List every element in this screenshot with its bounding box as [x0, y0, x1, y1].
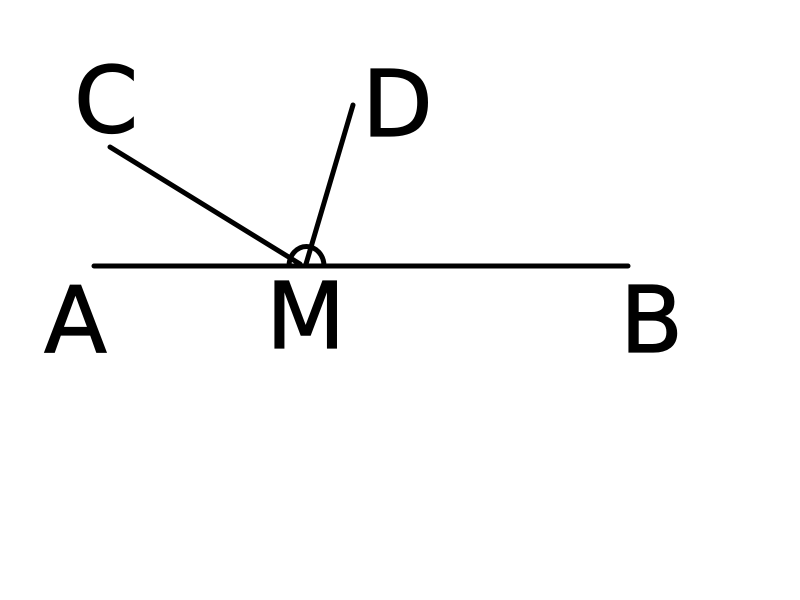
label-a: A — [44, 267, 107, 374]
label-c: C — [74, 47, 138, 154]
ray-mc — [107, 144, 303, 267]
label-m: M — [266, 263, 345, 370]
ray-md — [303, 102, 356, 267]
label-b: B — [620, 267, 683, 374]
angle-arc-cmd — [286, 244, 327, 269]
label-d: D — [362, 51, 433, 158]
